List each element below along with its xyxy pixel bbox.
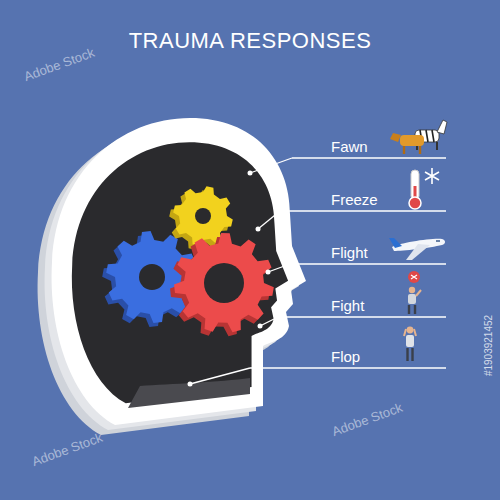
cow-body: [400, 135, 424, 146]
person-legs: [408, 348, 413, 361]
leader-line: [250, 158, 292, 173]
angry-person-icon: [408, 271, 421, 314]
gear-hole: [195, 208, 211, 224]
label-lines: [250, 158, 446, 368]
leader-dots: [188, 171, 271, 387]
leader-line: [260, 317, 278, 326]
airplane-tail: [389, 238, 402, 248]
response-label: Fawn: [331, 138, 368, 155]
gear: [170, 233, 274, 336]
cow-zebra-icon: [390, 120, 447, 154]
response-label: Fight: [331, 297, 364, 314]
cow-legs: [404, 146, 420, 154]
airplane-window: [436, 240, 440, 242]
response-label: Flop: [331, 348, 360, 365]
person-legs: [409, 305, 415, 314]
leader-dot: [258, 324, 263, 329]
response-label: Freeze: [331, 191, 378, 208]
flop-underline: [250, 367, 446, 368]
person-head: [407, 327, 414, 334]
thermometer-bulb: [409, 197, 421, 209]
leader-line: [268, 264, 290, 272]
airplane-icon: [389, 238, 445, 260]
watermark: Adobe Stock: [22, 45, 96, 84]
fight-underline: [278, 316, 446, 317]
leader-dot: [188, 382, 193, 387]
watermark: Adobe Stock: [30, 430, 104, 469]
leader-dot: [256, 227, 261, 232]
gear-face: [174, 233, 274, 332]
airplane-wing: [406, 244, 430, 260]
gear-hole: [204, 263, 244, 303]
fawn-underline: [292, 157, 446, 158]
cow-head: [390, 133, 401, 142]
person-torso: [406, 335, 414, 347]
thermometer-tube: [411, 170, 419, 200]
gear-hole: [139, 264, 165, 290]
person-arms: [404, 329, 416, 336]
response-label: Flight: [331, 244, 368, 261]
distressed-person-icon: [404, 327, 416, 361]
snowflake: [425, 168, 439, 184]
anger-mark: [411, 275, 417, 279]
flight-underline: [290, 263, 446, 264]
zebra-neck: [437, 120, 447, 134]
freeze-underline: [280, 210, 446, 211]
leader-dot: [266, 270, 271, 275]
leader-line: [190, 368, 250, 384]
title: TRAUMA RESPONSES: [129, 28, 372, 54]
interior-floor: [128, 378, 250, 408]
head-interior: [72, 142, 288, 403]
leader-line: [258, 211, 280, 229]
head-rim: [52, 118, 306, 425]
person-torso: [408, 294, 416, 304]
stock-id: #1903921452: [484, 314, 495, 375]
watermark: Adobe Stock: [330, 400, 404, 439]
person-arm: [416, 290, 421, 296]
leader-lines: [190, 158, 292, 384]
anger-bubble: [408, 271, 420, 283]
leader-dot: [248, 171, 253, 176]
gears: [102, 186, 274, 336]
thermometer-icon: [409, 168, 439, 209]
person-head: [409, 287, 415, 293]
